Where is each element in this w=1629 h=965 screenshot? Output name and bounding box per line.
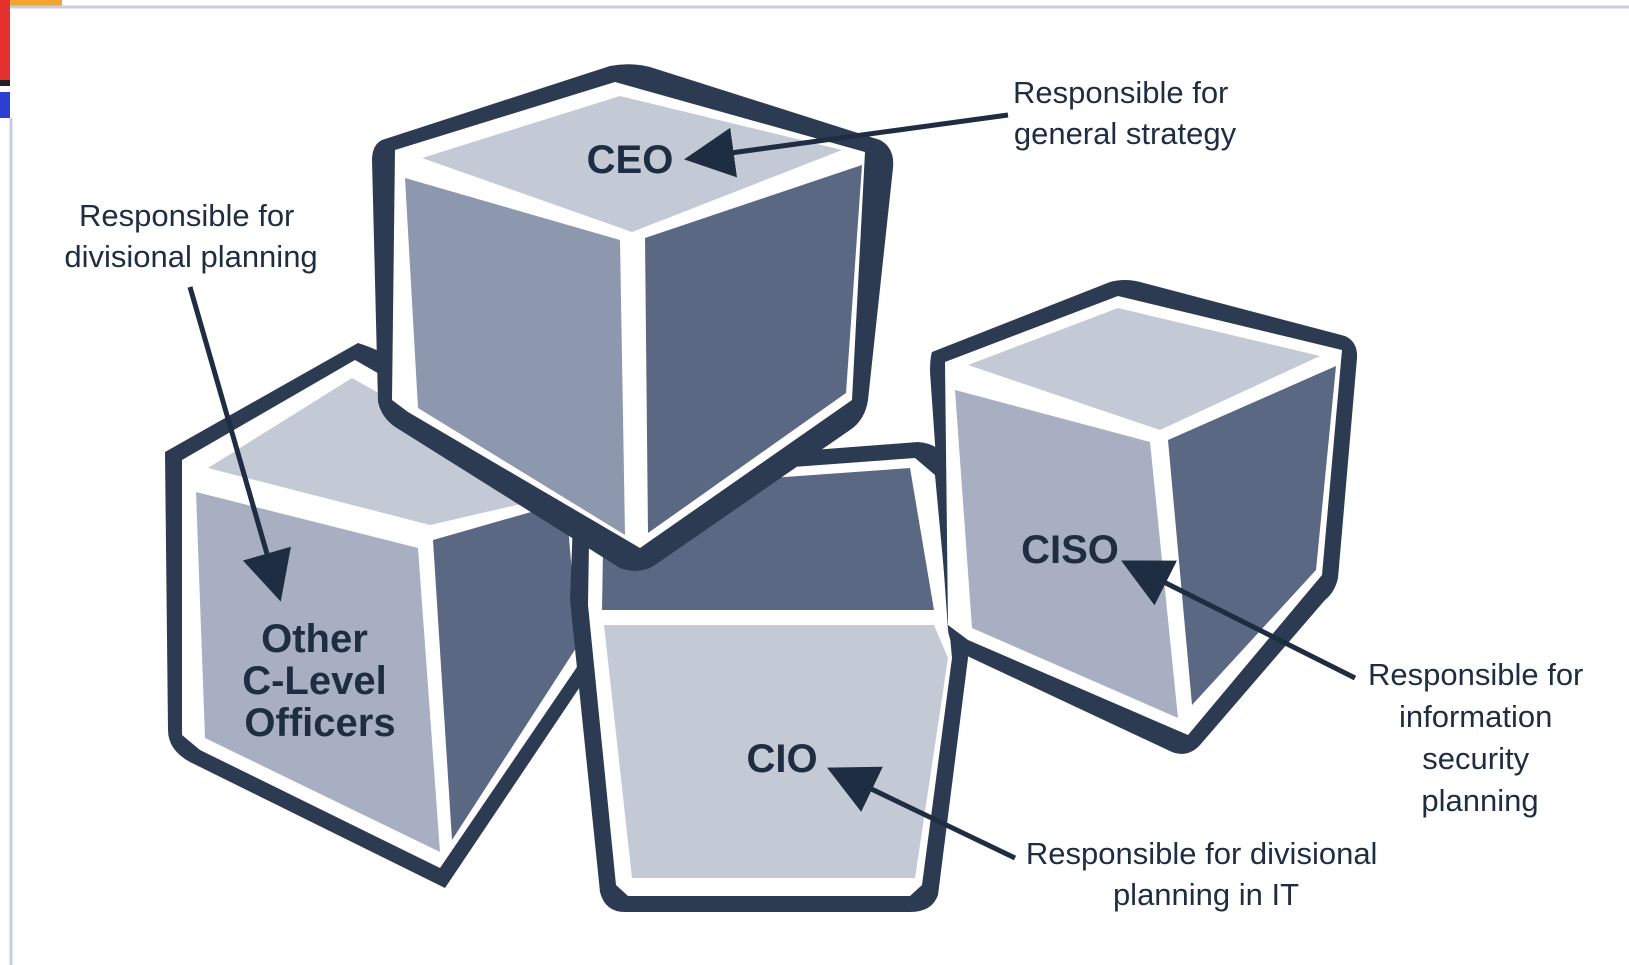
corner-red-bar — [0, 0, 10, 80]
corner-black-bar — [0, 80, 10, 86]
cube-ceo — [372, 64, 894, 571]
annotation-ceo: Responsible for general strategy — [1013, 75, 1237, 151]
corner-gradient-bar — [0, 0, 62, 7]
annotation-ceo-line-1: Responsible for — [1013, 75, 1228, 110]
cube-label-other: Other C-Level Officers — [242, 617, 398, 745]
cube-ciso-right-face — [1168, 366, 1336, 705]
cube-label-other-line-1: Other — [261, 617, 368, 661]
annotation-other-line-1: Responsible for — [79, 198, 294, 233]
annotation-ciso-line-4: planning — [1421, 783, 1538, 818]
arrow-other — [187, 286, 291, 602]
arrow-ciso — [1121, 560, 1357, 681]
cube-other-right-face — [433, 502, 578, 840]
cube-label-other-line-2: C-Level — [242, 659, 387, 703]
annotation-ciso-line-3: security — [1422, 741, 1529, 776]
cube-cio-front-face — [604, 625, 948, 878]
annotation-ciso-line-1: Responsible for — [1368, 657, 1583, 692]
arrow-cio — [826, 766, 1017, 861]
annotation-cio-line-2: planning in IT — [1113, 877, 1299, 912]
annotation-cio: Responsible for divisional planning in I… — [1026, 836, 1386, 912]
cube-ciso — [930, 280, 1358, 754]
cube-other-top-face — [208, 378, 560, 525]
annotation-other: Responsible for divisional planning — [64, 198, 317, 274]
annotation-other-line-2: divisional planning — [64, 239, 317, 274]
corner-blue-bar — [0, 92, 10, 118]
annotation-ceo-line-2: general strategy — [1014, 116, 1237, 151]
slide-corner-decoration — [0, 0, 62, 118]
arrow-ceo — [684, 112, 1009, 178]
cube-ceo-left-face — [405, 178, 625, 535]
annotation-cio-line-1: Responsible for divisional — [1026, 836, 1378, 871]
cube-ciso-top-face — [968, 308, 1320, 430]
annotation-ciso: Responsible for information security pla… — [1368, 657, 1592, 818]
cube-ceo-right-face — [645, 165, 862, 533]
cube-label-ceo: CEO — [587, 138, 674, 182]
cube-label-cio: CIO — [746, 737, 817, 781]
annotation-ciso-line-2: information — [1399, 699, 1552, 734]
cube-label-ciso: CISO — [1021, 528, 1119, 572]
cube-label-other-line-3: Officers — [244, 701, 395, 745]
cube-ciso-left-face — [955, 390, 1178, 718]
